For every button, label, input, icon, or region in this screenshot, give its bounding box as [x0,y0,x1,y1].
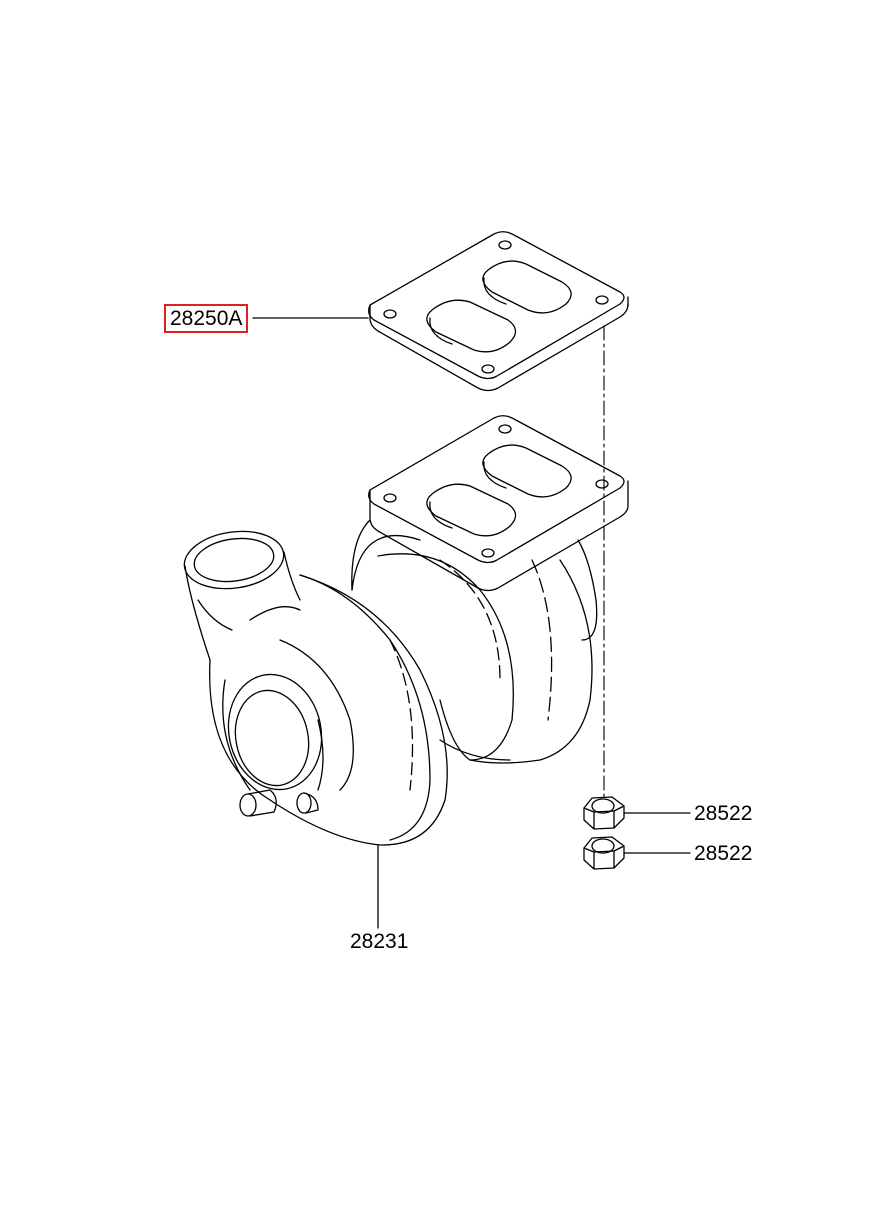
part-label-nut-lower[interactable]: 28522 [694,842,753,865]
part-label-gasket[interactable]: 28250A [164,304,249,333]
gasket-drawing[interactable] [368,231,629,392]
part-label-nut-upper[interactable]: 28522 [694,802,753,825]
part-label-turbocharger[interactable]: 28231 [350,930,409,953]
turbocharger-drawing[interactable] [181,415,629,846]
nut-lower-drawing[interactable] [583,836,625,870]
nut-upper-drawing[interactable] [583,796,625,830]
